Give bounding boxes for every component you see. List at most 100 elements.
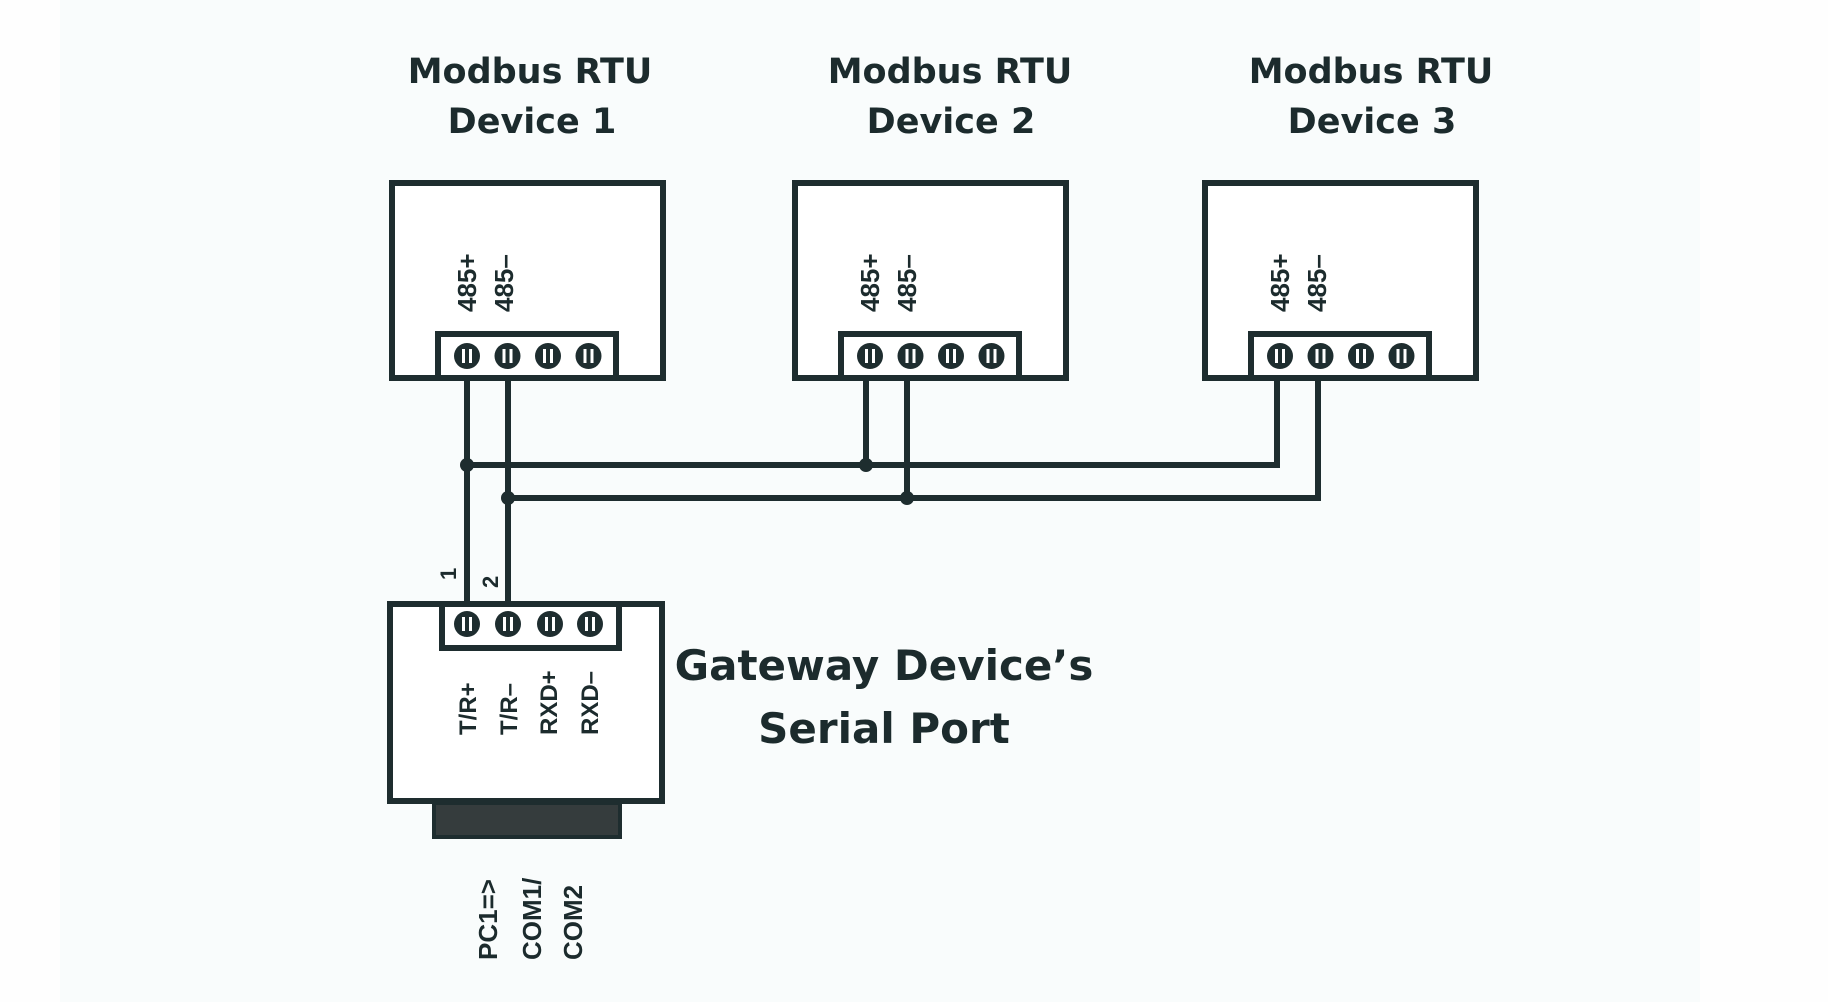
pin-label-485-plus: 485+ [855,253,885,312]
screw-slot [469,349,472,363]
wire-1-bus [467,378,1280,468]
screw-slot [590,349,594,363]
screw-slot [1396,349,1400,363]
device-3-title-line1: Modbus RTU [1249,52,1494,92]
screw-slot [585,617,588,631]
device-1-title-line1: Modbus RTU [408,52,653,92]
screw-head [1267,343,1293,369]
screw-head [938,343,964,369]
terminal-screw-icon [535,343,561,369]
screw-slot [545,617,548,631]
junction-dots [460,458,914,505]
screw-slot [872,349,875,363]
wire-label-1: 1 [436,568,461,580]
screw-head [577,611,603,637]
screw-slot [1363,349,1366,363]
port-label-line: COM2 [558,885,588,960]
screw-slot [1322,349,1326,363]
device-boxes: 485+485–485+485–485+485– [389,180,1479,381]
device-2-title: Modbus RTU Device 2 [828,52,1073,142]
junction-dot [900,491,914,505]
device-3-title-line2: Device 3 [1288,102,1457,142]
screw-head [535,343,561,369]
screw-slot [865,349,868,363]
screw-head [978,343,1005,369]
terminal-screw-icon [537,611,563,637]
pin-label-485-plus: 485+ [1265,253,1295,312]
screw-head [575,343,602,369]
screw-slot [1315,349,1319,363]
screw-head [537,611,563,637]
pin-label-485-plus: 485+ [452,253,482,312]
gateway-screws [454,611,603,637]
screw-head [495,611,521,637]
bus-wires [464,378,1321,602]
screw-slot [1356,349,1359,363]
screw-slot [986,349,990,363]
screw-head [454,611,480,637]
gateway-label: Gateway Device’s Serial Port [675,641,1094,753]
terminal-screw-icon [1348,343,1374,369]
terminal-screw-icon [978,343,1005,369]
pin-label-485-minus: 485– [1302,254,1332,312]
screw-slot [462,617,465,631]
pin-label-485-minus: 485– [489,254,519,312]
device-2-box: 485+485– [792,180,1069,381]
terminal-screw-icon [938,343,964,369]
terminal-screw-icon [1267,343,1293,369]
screw-head [1388,343,1415,369]
gateway-pin-label: RXD+ [536,670,563,735]
screw-slot [912,349,916,363]
device-1-title-line2: Device 1 [448,102,617,142]
screw-slot [502,349,506,363]
device-1-title: Modbus RTU Device 1 [408,52,653,142]
gateway-device: 1 2 T/R+ T/R– RXD+ RXD– PC1=> COM1/ COM2 [387,568,665,960]
screw-head [857,343,883,369]
wire-label-2: 2 [478,576,503,588]
screw-slot [1275,349,1278,363]
screw-slot [550,349,553,363]
port-label-line: COM1/ [517,878,547,960]
device-3-box: 485+485– [1202,180,1479,381]
port-label-line: PC1=> [473,879,503,960]
screw-slot [905,349,909,363]
screw-head [454,343,480,369]
screw-slot [953,349,956,363]
terminal-screw-icon [857,343,883,369]
screw-slot [503,617,506,631]
terminal-screw-icon [454,611,480,637]
serial-connector [432,801,622,839]
terminal-screw-icon [494,343,521,369]
screw-slot [592,617,595,631]
screw-slot [510,617,513,631]
junction-dot [501,491,515,505]
gateway-label-line1: Gateway Device’s [675,641,1094,690]
gateway-pin-label: T/R– [496,683,523,735]
wire-2-bus [508,378,1321,501]
screw-slot [469,617,472,631]
gateway-pin-label: T/R+ [455,682,482,735]
terminal-screw-icon [897,343,924,369]
junction-dot [859,458,873,472]
screw-slot [543,349,546,363]
gateway-pin-label: RXD– [577,671,604,735]
terminal-screw-icon [577,611,603,637]
screw-slot [552,617,555,631]
screw-slot [993,349,997,363]
screw-head [897,343,924,369]
terminal-screw-icon [454,343,480,369]
junction-dot [460,458,474,472]
screw-slot [946,349,949,363]
device-2-title-line2: Device 2 [867,102,1036,142]
terminal-screw-icon [1388,343,1415,369]
screw-head [494,343,521,369]
screw-slot [1403,349,1407,363]
terminal-screw-icon [1307,343,1334,369]
device-1-box: 485+485– [389,180,666,381]
screw-slot [1282,349,1285,363]
screw-slot [462,349,465,363]
terminal-screw-icon [575,343,602,369]
gateway-label-line2: Serial Port [758,704,1010,753]
